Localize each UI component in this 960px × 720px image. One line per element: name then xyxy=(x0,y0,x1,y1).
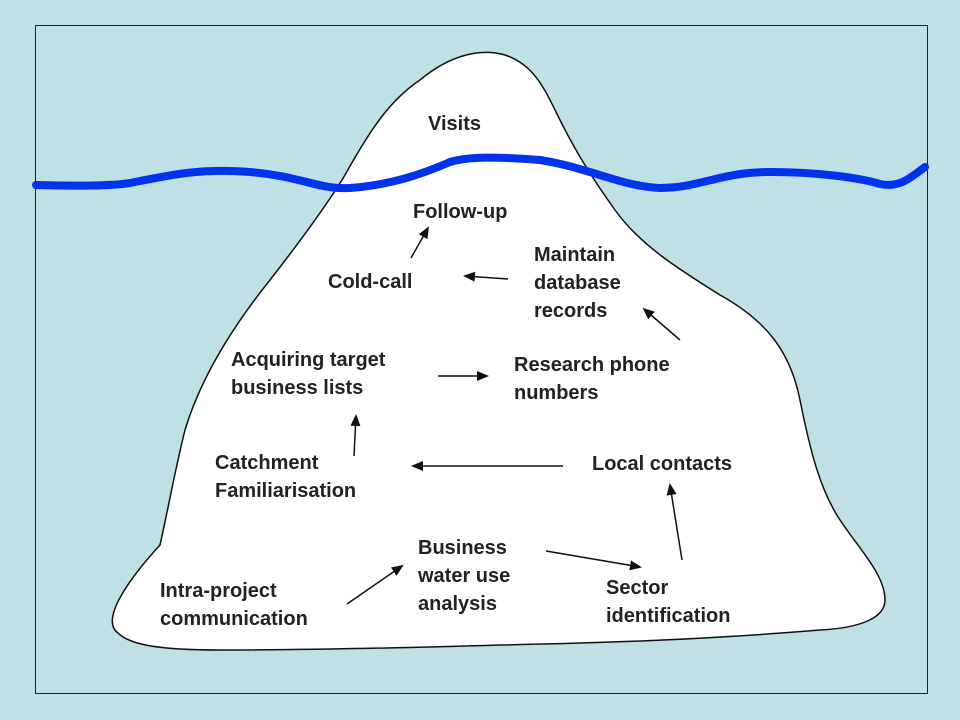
waterline xyxy=(32,153,929,193)
arrow-intra-to-business xyxy=(346,564,404,605)
arrow-sector-to-local xyxy=(666,483,683,561)
arrow-business-to-sector xyxy=(545,550,642,571)
arrow-research-to-maintain xyxy=(642,307,681,341)
label-intra-project: Intra-project communication xyxy=(160,580,308,630)
label-business-water: Business water use analysis xyxy=(418,537,511,615)
label-acquiring-lists: Acquiring target business lists xyxy=(231,349,386,399)
arrow-coldcall-to-followup xyxy=(410,226,429,259)
label-follow-up: Follow-up xyxy=(413,201,508,223)
label-sector-identification: Sector identification xyxy=(606,577,731,627)
label-cold-call: Cold-call xyxy=(328,271,413,293)
label-research-phone: Research phone numbers xyxy=(514,354,670,404)
arrow-catchment-to-acquiring xyxy=(350,414,361,457)
slide-frame xyxy=(35,25,928,694)
label-local-contacts: Local contacts xyxy=(592,453,733,475)
label-maintain-records: Maintain database records xyxy=(534,244,621,322)
iceberg-shape xyxy=(111,51,886,651)
label-visits: Visits xyxy=(428,113,481,135)
label-catchment: Catchment Familiarisation xyxy=(215,452,357,502)
arrow-maintain-to-coldcall xyxy=(463,271,509,282)
